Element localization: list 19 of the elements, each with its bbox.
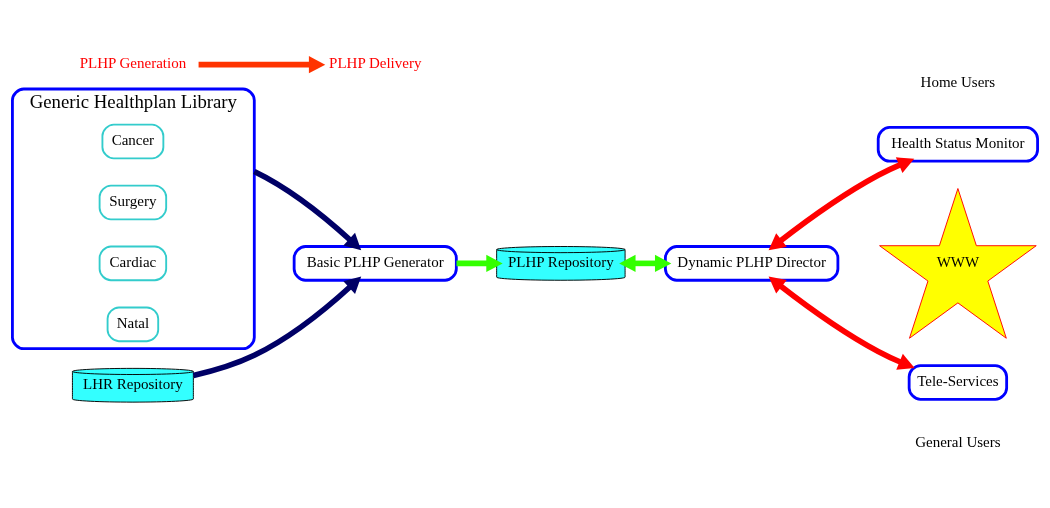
- node-box: Cardiac: [98, 245, 168, 282]
- arrow: [768, 276, 915, 370]
- arrow: [253, 169, 362, 251]
- node-label: General Users: [915, 433, 1001, 450]
- node-text: PLHP Delivery: [329, 55, 422, 72]
- arrow: [456, 254, 503, 272]
- arrow: [768, 157, 915, 251]
- arrow: [198, 56, 326, 74]
- node-box: Basic PLHP Generator: [292, 245, 458, 282]
- arrow: [192, 276, 362, 379]
- arrow: [619, 254, 672, 272]
- node-box: Cancer: [101, 123, 165, 160]
- node-box: Natal: [106, 306, 160, 343]
- node-text: PLHP Generation: [79, 55, 187, 72]
- node-box: Surgery: [98, 184, 168, 221]
- node-label: Home Users: [920, 73, 996, 90]
- node-box: Dynamic PLHP Director: [664, 245, 840, 282]
- node-box: Health Status Monitor: [876, 126, 1039, 163]
- node-box: Tele-Services: [907, 364, 1009, 401]
